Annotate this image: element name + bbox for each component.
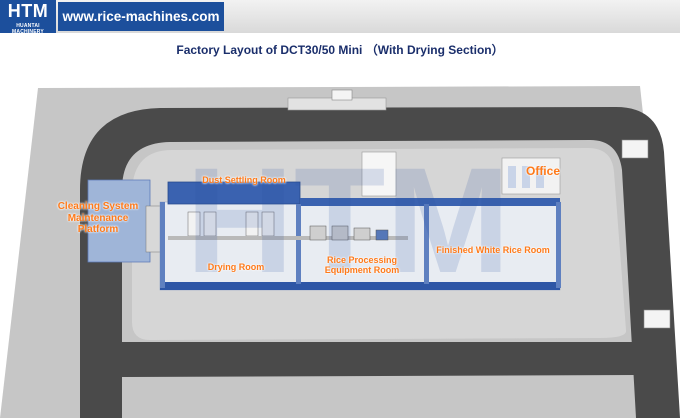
- label-office: Office: [525, 164, 560, 178]
- website-url: www.rice-machines.com: [62, 9, 220, 24]
- processing-machine-2: [331, 225, 349, 241]
- label-dust-settling-room: Dust Settling Room: [202, 175, 286, 185]
- processing-machine-1: [309, 225, 327, 241]
- guard-booth-right: [621, 139, 649, 159]
- processing-machine-4: [375, 229, 389, 241]
- label-drying-room: Drying Room: [207, 262, 265, 272]
- logo-subtitle: HUANTAI MACHINERY: [12, 23, 44, 35]
- partition-wall-2: [424, 204, 429, 284]
- label-finished-white-rice-room: Finished White Rice Room: [436, 245, 550, 255]
- page-title: Factory Layout of DCT30/50 Mini （With Dr…: [176, 43, 504, 57]
- cleaning-platform: [87, 179, 151, 263]
- guard-booth-bottom: [643, 309, 671, 329]
- office-window-1: [508, 166, 516, 188]
- left-wall: [160, 202, 165, 288]
- gate-booth: [331, 89, 353, 101]
- label-cleaning-platform: Cleaning System Maintenance Platform: [57, 201, 139, 235]
- logo-text: HTM: [7, 1, 49, 21]
- partition-wall-1: [296, 204, 301, 284]
- right-wall: [556, 202, 561, 288]
- conveyor: [168, 236, 408, 240]
- processing-machine-3: [353, 227, 371, 241]
- cleaning-equipment: [145, 205, 163, 253]
- front-wall: [160, 282, 560, 290]
- office-window-2: [522, 166, 530, 188]
- label-rice-processing-room: Rice Processing Equipment Room: [324, 255, 400, 276]
- road-bottom: [122, 342, 640, 377]
- office-window-3: [536, 166, 544, 188]
- background-building: [361, 151, 397, 197]
- road-loop: [80, 107, 680, 418]
- htm-logo: HTM HUANTAI MACHINERY: [0, 0, 56, 35]
- website-url-box: www.rice-machines.com: [58, 2, 224, 31]
- back-wall: [300, 198, 560, 206]
- htm-watermark: HTM: [186, 136, 511, 304]
